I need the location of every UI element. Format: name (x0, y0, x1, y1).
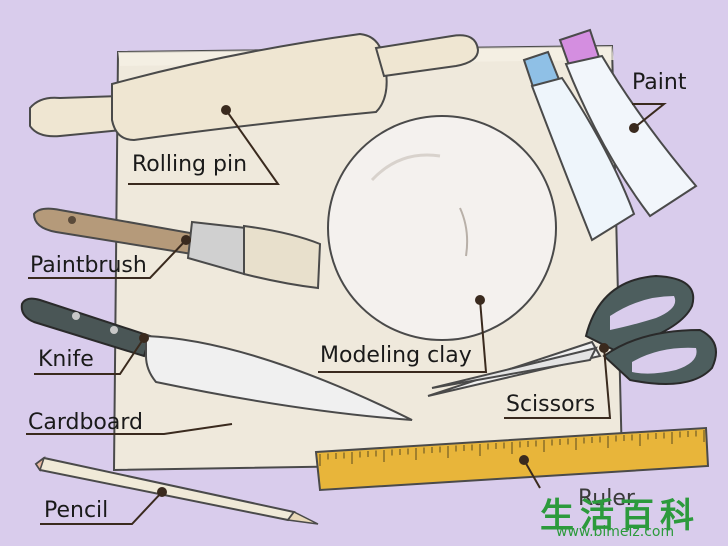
label-scissors: Scissors (506, 392, 596, 417)
rolling-pin (29, 32, 480, 142)
paint-tubes (522, 28, 698, 242)
label-modeling-clay: Modeling clay (320, 343, 472, 368)
label-rolling-pin: Rolling pin (132, 152, 248, 177)
label-knife: Knife (38, 347, 94, 372)
scissors (427, 274, 717, 397)
leader-lines (26, 103, 667, 525)
label-pencil: Pencil (44, 498, 109, 523)
modeling-clay-ball (327, 115, 557, 341)
label-paintbrush: Paintbrush (30, 253, 147, 278)
label-cardboard: Cardboard (28, 410, 143, 435)
ruler (314, 426, 710, 492)
label-paint: Paint (632, 70, 687, 95)
watermark-url: www.bimeiz.com (556, 524, 675, 540)
watermark-chars: 生活百科 (540, 496, 700, 536)
paintbrush (32, 207, 322, 290)
label-ruler: Ruler (578, 486, 635, 511)
